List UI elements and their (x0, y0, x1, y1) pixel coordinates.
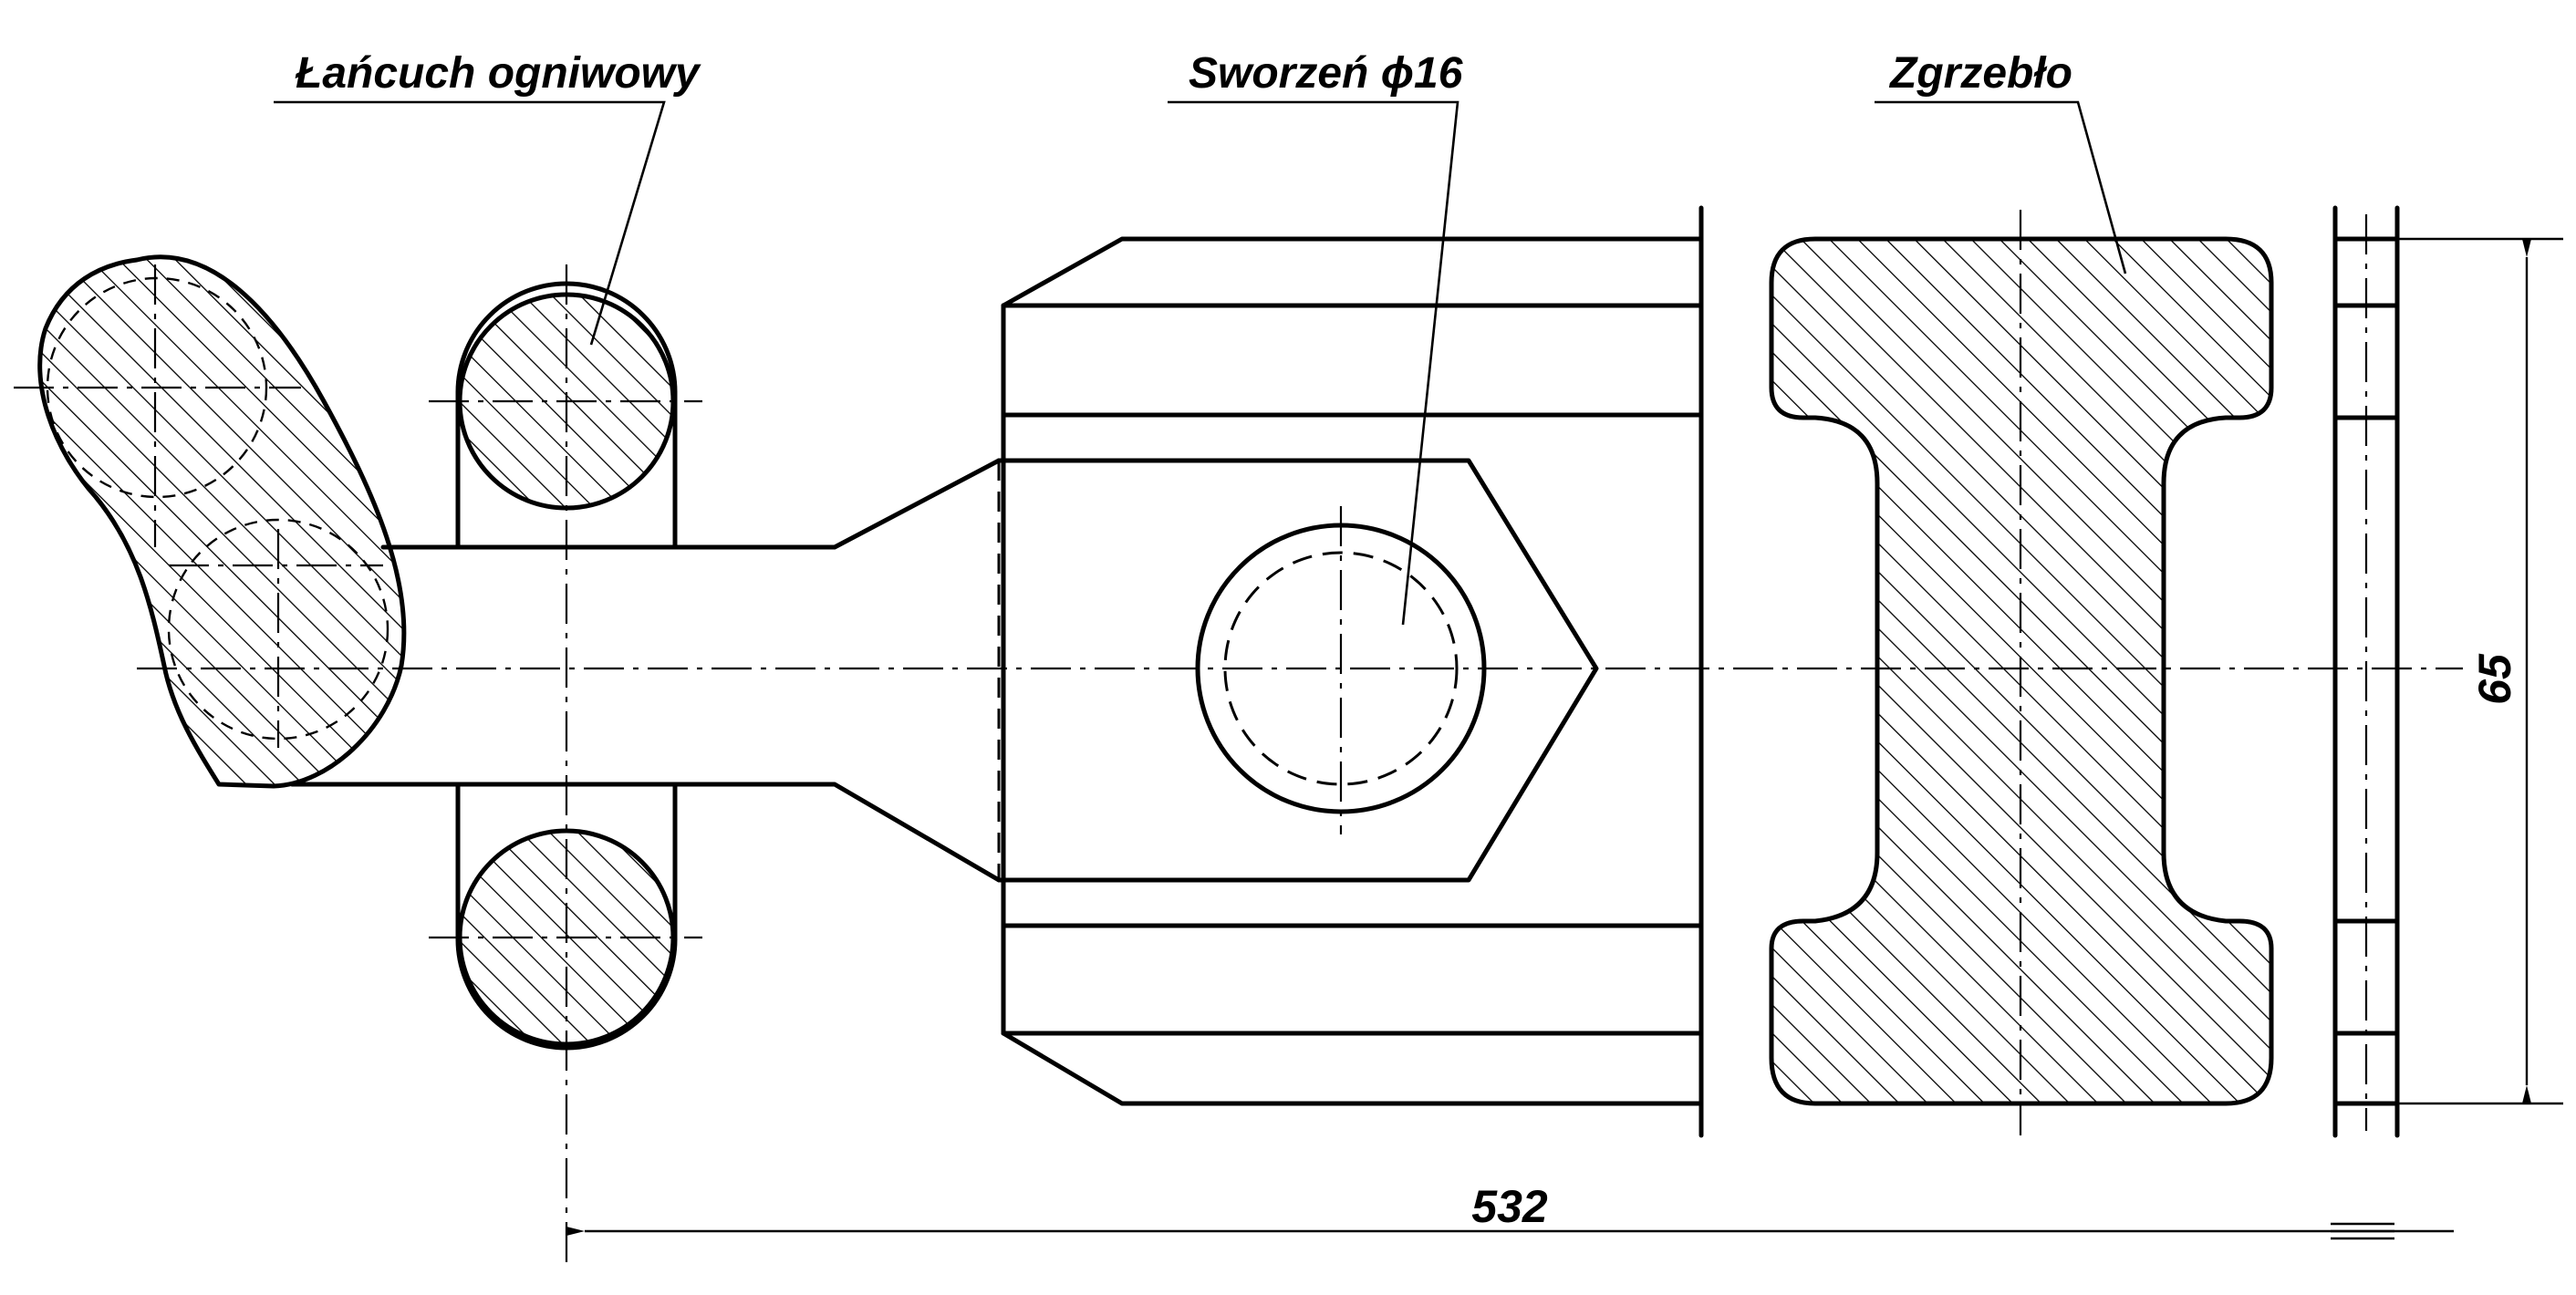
clamp-body (997, 205, 1704, 1138)
height-dimension-label: 65 (2469, 653, 2520, 705)
pin-label: Sworzeń ϕ16 (1189, 49, 1463, 98)
center-lines (14, 210, 2463, 1263)
dimension-lines (566, 237, 2563, 1240)
connector-shank (289, 458, 1599, 883)
scraper-label: Zgrzebło (1888, 49, 2072, 98)
leader-lines (274, 100, 2127, 626)
length-dimension-label: 532 (1471, 1181, 1548, 1232)
chain-label: Łańcuch ogniwowy (295, 49, 701, 98)
chain-link-curved-section (37, 254, 407, 789)
